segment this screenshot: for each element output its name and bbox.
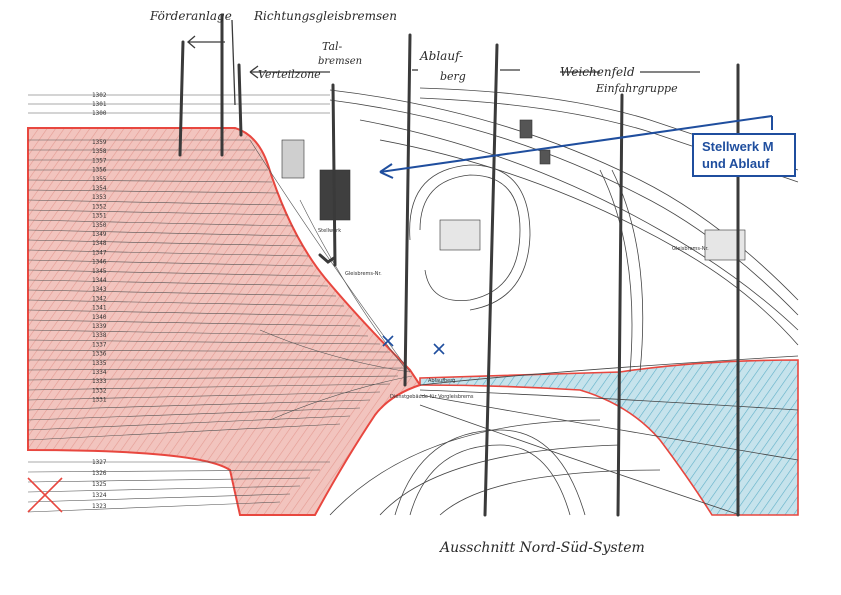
annotation-richtungsgleisbremsen: Richtungsgleisbremsen [253, 9, 397, 23]
annotation-foerderanlage: Förderanlage [149, 9, 232, 23]
track-number-list: 1302 1301 1300 1359 1358 1357 1356 1355 1354 1353… [92, 92, 107, 510]
yard-tracks [27, 94, 413, 513]
track-number: 1343 [92, 286, 107, 293]
track-number: 1302 [92, 92, 107, 99]
plan-label-stellwerk: Stellwerk [318, 228, 341, 234]
track-number: 1327 [92, 459, 107, 466]
track-number: 1326 [92, 470, 107, 477]
classification-yard-zone [27, 127, 422, 516]
track-number: 1349 [92, 231, 107, 238]
annotation-verteilzone: Verteilzone [258, 68, 321, 81]
track-number: 1335 [92, 360, 107, 367]
track-number: 1351 [92, 213, 107, 220]
track-number: 1356 [92, 167, 107, 174]
track-number: 1357 [92, 157, 107, 164]
track-number: 1334 [92, 369, 107, 376]
track-number: 1352 [92, 203, 107, 210]
annotation-einfahrgruppe: Einfahrgruppe [595, 82, 678, 95]
callout-pointer [379, 115, 773, 179]
track-number: 1338 [92, 332, 107, 339]
track-number: 1358 [92, 148, 107, 155]
track-number: 1348 [92, 240, 107, 247]
track-number: 1340 [92, 314, 107, 321]
track-number: 1353 [92, 194, 107, 201]
annotation-talbremsen-2: bremsen [318, 56, 362, 67]
crossed-out-mark [27, 477, 63, 513]
plan-label-gleisbremse-1: Gleisbrems-Nr. [345, 271, 382, 277]
entry-group-zone [419, 359, 799, 516]
stellwerk-callout-box: Stellwerk M und Ablauf [692, 133, 796, 177]
annotation-ablaufberg-1: Ablauf- [419, 49, 463, 63]
track-number: 1339 [92, 323, 107, 330]
track-number: 1347 [92, 249, 107, 256]
annotation-ausschnitt: Ausschnitt Nord-Süd-System [438, 540, 645, 556]
track-number: 1301 [92, 101, 107, 108]
plan-label-dienstgebaeude: Dienstgebäude für Vorgleisbrems [390, 394, 474, 400]
annotation-ablaufberg-2: berg [440, 70, 466, 83]
track-number: 1325 [92, 481, 107, 488]
track-number: 1359 [92, 139, 107, 146]
track-number: 1323 [92, 503, 107, 510]
track-number: 1344 [92, 277, 107, 284]
annotation-talbremsen-1: Tal- [322, 40, 343, 53]
track-number: 1354 [92, 185, 107, 192]
track-number: 1350 [92, 222, 107, 229]
marker-star-icon [382, 335, 445, 355]
track-number: 1332 [92, 387, 107, 394]
track-number: 1337 [92, 341, 107, 348]
track-number: 1341 [92, 305, 107, 312]
callout-line-2: und Ablauf [702, 156, 770, 171]
track-number: 1300 [92, 110, 107, 117]
track-number: 1345 [92, 268, 107, 275]
annotation-weichenfeld: Weichenfeld [560, 65, 635, 79]
callout-line-1: Stellwerk M [702, 139, 774, 154]
track-number: 1333 [92, 378, 107, 385]
track-number: 1355 [92, 176, 107, 183]
pencil-arrows [187, 19, 700, 106]
track-number: 1331 [92, 397, 107, 404]
track-number: 1324 [92, 492, 107, 499]
plan-label-ablaufberg: Ablaufberg [428, 378, 455, 384]
track-number: 1342 [92, 295, 107, 302]
plan-label-gleisbremse-2: Gleisbrems-Nr. [672, 246, 709, 252]
track-number: 1336 [92, 351, 107, 358]
track-number: 1346 [92, 259, 107, 266]
